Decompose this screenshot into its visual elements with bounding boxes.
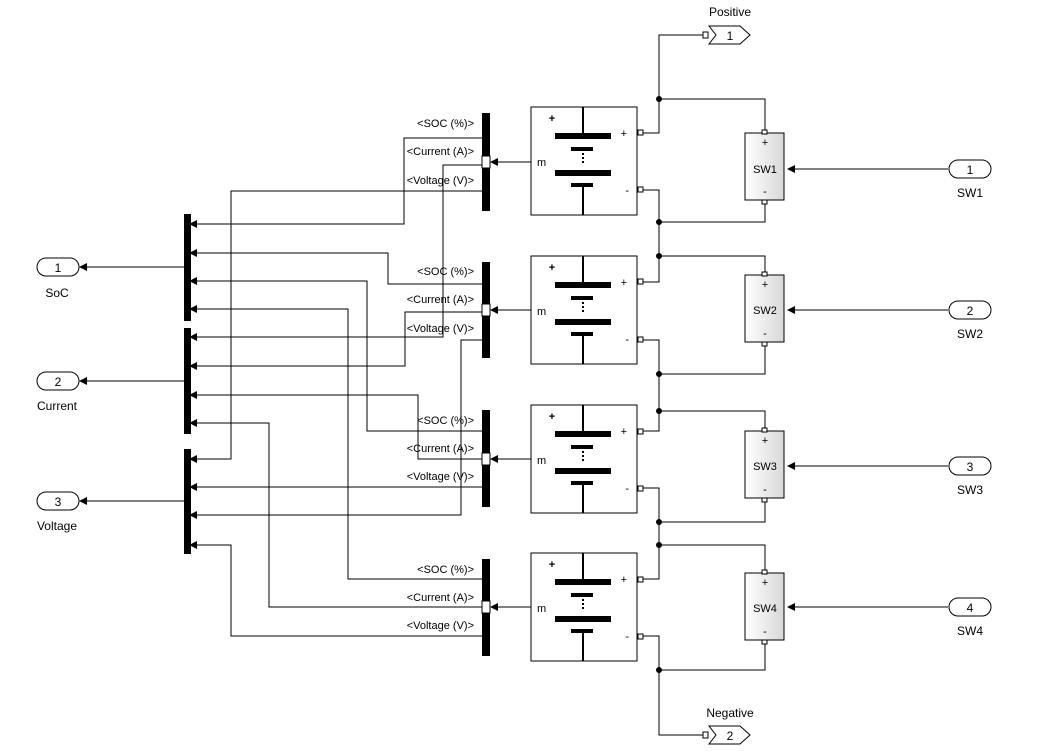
switch-minus: - [763,626,767,638]
svg-text:+: + [549,113,555,125]
battery-measure-port: m [537,306,546,318]
signal-label: <Current (A)> [407,294,474,306]
outport-soc[interactable]: 1 SoC [36,257,80,300]
switch-name: SW4 [753,603,777,615]
bus-selector-3[interactable] [481,410,491,507]
inport-label: SW1 [957,186,983,200]
pmc-port-number: 1 [727,29,734,43]
inport-sw1[interactable]: 1 SW1 [948,159,992,200]
switch-plus: + [762,577,768,589]
mux-voltage[interactable] [184,449,191,554]
inport-number: 2 [967,304,974,318]
switch-name: SW1 [753,164,777,176]
bus-selector-2[interactable] [481,262,491,358]
switch-name: SW3 [753,461,777,473]
bus-selector-4[interactable] [481,559,491,656]
pmc-port-negative[interactable]: Negative 2 [702,706,754,745]
inport-sw2[interactable]: 2 SW2 [948,300,992,341]
outport-number: 1 [55,261,62,275]
signal-label: <Current (A)> [407,146,474,158]
pmc-port-number: 2 [727,729,734,743]
battery-block-4[interactable]: + m + - [530,552,644,662]
pmc-port-label: Negative [706,706,754,720]
battery-minus-port: - [625,631,629,643]
battery-block-3[interactable]: + m + - [530,404,644,514]
signal-label: <SOC (%)> [417,266,474,278]
signal-label: <Voltage (V)> [407,620,474,632]
inport-label: SW2 [957,327,983,341]
pmc-port-positive[interactable]: Positive 1 [702,5,751,45]
outport-label: Voltage [37,519,77,533]
switch-sw1[interactable]: + SW1 - [744,129,785,205]
inport-sw3[interactable]: 3 SW3 [948,456,992,497]
inport-sw4[interactable]: 4 SW4 [948,597,992,638]
battery-minus-port: - [625,334,629,346]
outport-label: Current [37,399,78,413]
inport-label: SW4 [957,624,983,638]
signal-label: <Voltage (V)> [407,175,474,187]
switch-sw2[interactable]: + SW2 - [744,271,785,347]
signal-wires [79,137,948,637]
mux-soc[interactable] [184,214,191,321]
bus-selector-1[interactable] [481,113,491,211]
battery-minus-port: - [625,483,629,495]
pmc-port-label: Positive [709,5,751,19]
battery-plus-port: + [621,128,627,140]
switch-sw3[interactable]: + SW3 - [744,427,785,503]
outport-voltage[interactable]: 3 Voltage [36,491,80,533]
switch-sw4[interactable]: + SW4 - [744,569,785,645]
svg-text:+: + [549,559,555,571]
inport-number: 3 [967,460,974,474]
signal-label: <Current (A)> [407,592,474,604]
switch-plus: + [762,279,768,291]
switch-plus: + [762,137,768,149]
switch-minus: - [763,328,767,340]
signal-label: <SOC (%)> [417,564,474,576]
battery-block-1[interactable]: + m + - [530,106,644,216]
outport-number: 3 [55,495,62,509]
battery-measure-port: m [537,157,546,169]
junction-dots [656,96,662,673]
svg-text:+: + [549,262,555,274]
switch-name: SW2 [753,305,777,317]
battery-measure-port: m [537,455,546,467]
switch-plus: + [762,435,768,447]
signal-label: <SOC (%)> [417,415,474,427]
inport-label: SW3 [957,483,983,497]
signal-label: <Voltage (V)> [407,323,474,335]
outport-current[interactable]: 2 Current [36,371,80,413]
battery-plus-port: + [621,426,627,438]
bus-signal-labels: <SOC (%)> <Current (A)> <Voltage (V)> <S… [407,118,474,632]
outport-label: SoC [45,286,69,300]
svg-text:+: + [549,411,555,423]
switch-minus: - [763,186,767,198]
mux-current[interactable] [184,328,191,434]
signal-label: <SOC (%)> [417,118,474,130]
battery-minus-port: - [625,185,629,197]
inport-number: 1 [967,163,974,177]
switch-minus: - [763,484,767,496]
battery-plus-port: + [621,277,627,289]
battery-block-2[interactable]: + m + - [530,255,644,365]
inport-number: 4 [967,601,974,615]
signal-label: <Voltage (V)> [407,471,474,483]
battery-plus-port: + [621,574,627,586]
battery-measure-port: m [537,603,546,615]
signal-label: <Current (A)> [407,443,474,455]
outport-number: 2 [55,375,62,389]
